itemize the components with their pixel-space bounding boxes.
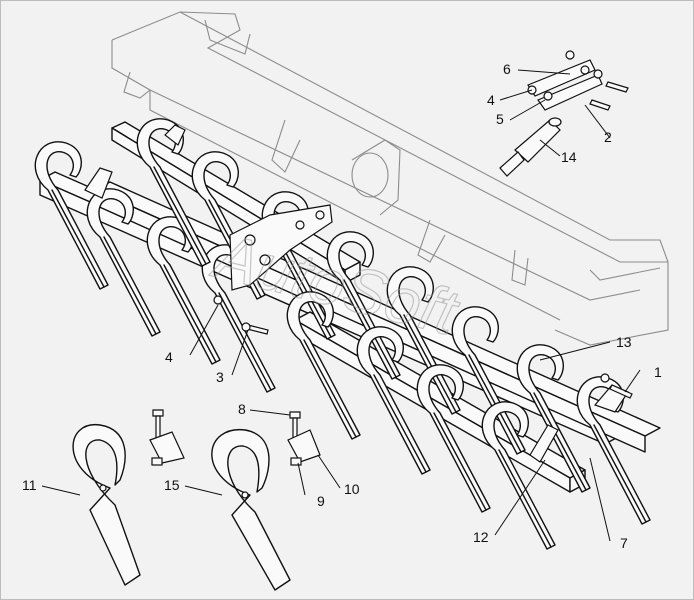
spring-tine-edge: [373, 374, 427, 473]
callout-5: 5: [496, 111, 504, 127]
callout-7: 7: [620, 535, 628, 551]
spring-tine: [416, 364, 491, 513]
spring-tine-edge: [303, 339, 357, 438]
spring-tine: [286, 291, 361, 440]
callout-leaders: [41, 69, 641, 542]
spring-tine-edge: [163, 264, 217, 363]
bolt-8: [289, 411, 301, 441]
callout-12: 12: [473, 529, 489, 545]
spring-tine: [516, 344, 591, 493]
callout-9: 9: [317, 493, 325, 509]
callout-14: 14: [561, 149, 577, 165]
callout-15: 15: [164, 477, 180, 493]
callout-3: 3: [216, 369, 224, 385]
shock-absorber: [499, 117, 562, 177]
spring-tine-edge: [498, 449, 552, 548]
linkage-kit: [527, 50, 629, 111]
spring-tine-edge: [278, 239, 332, 338]
bolt-3: [241, 322, 269, 335]
spring-tine-edge: [593, 424, 647, 523]
nut-9: [290, 457, 302, 466]
callout-13: 13: [616, 334, 632, 350]
spare-tine-15: [211, 429, 291, 591]
spring-tine-edge: [103, 236, 157, 335]
spring-tine-edge: [153, 166, 207, 265]
spring-tine-edge: [403, 314, 457, 413]
callout-10: 10: [344, 481, 360, 497]
spring-tine: [356, 326, 431, 475]
spring-tine: [481, 401, 556, 550]
spring-tine: [146, 216, 221, 365]
center-linkage: [229, 204, 333, 291]
spring-tine-edge: [218, 292, 272, 391]
callout-4-top: 4: [487, 92, 495, 108]
spring-tine: [451, 306, 526, 455]
bolt-left: [149, 409, 185, 466]
callouts: 6 4 5 2 14 13 1 4 3 8 11 15 10 9 12 7: [22, 61, 662, 551]
nut-4: [213, 295, 223, 305]
callout-6: 6: [503, 61, 511, 77]
callout-2: 2: [604, 129, 612, 145]
callout-4-left: 4: [165, 349, 173, 365]
top-bracket: [164, 124, 186, 146]
callout-11: 11: [22, 477, 37, 493]
spring-tine-edge: [51, 189, 105, 288]
spring-tine: [136, 118, 211, 267]
spring-tines: [34, 118, 651, 550]
spring-tine: [386, 266, 461, 415]
main-frame: [111, 11, 669, 346]
spring-tine: [34, 141, 109, 290]
spring-tine-edge: [533, 392, 587, 491]
left-bracket: [84, 167, 113, 199]
callout-1: 1: [654, 364, 662, 380]
callout-8: 8: [238, 401, 246, 417]
clamp-10: [287, 429, 321, 463]
spring-tine: [326, 231, 401, 380]
spring-tine-edge: [433, 412, 487, 511]
spare-tine-11: [72, 424, 141, 586]
